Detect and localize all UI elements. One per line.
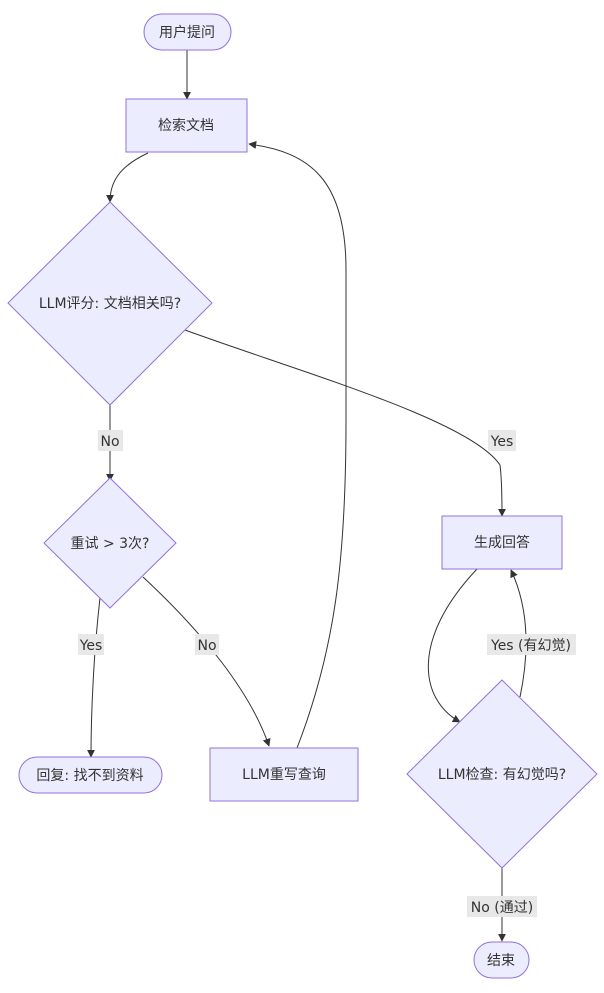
edge-retrieve-to-relevance — [106, 152, 149, 203]
node-relevance-check-label: LLM评分: 文档相关吗? — [39, 296, 181, 312]
edge-relevance-yes-to-generate — [184, 329, 506, 517]
node-user-question-label: 用户提问 — [159, 24, 215, 41]
edge-retry-no-to-rewrite — [142, 576, 271, 747]
edge-label-relevance-no-text: No — [100, 434, 119, 450]
edge-label-hallucination-no: No (通过) — [467, 896, 537, 917]
edge-label-retry-no-text: No — [197, 638, 216, 654]
edge-rewrite-to-retrieve — [248, 140, 347, 749]
node-hallucination-check: LLM检查: 有幻觉吗? — [406, 679, 598, 869]
node-generate-answer-label: 生成回答 — [474, 534, 530, 551]
edge-label-retry-yes: Yes — [78, 634, 104, 655]
node-hallucination-check-label: LLM检查: 有幻觉吗? — [438, 767, 566, 783]
node-retrieve-docs: 检索文档 — [125, 98, 248, 153]
edge-label-retry-no: No — [195, 634, 219, 655]
node-retry-check: 重试 > 3次? — [43, 477, 177, 609]
node-end: 结束 — [473, 941, 530, 979]
edge-label-relevance-yes: Yes — [488, 430, 516, 451]
node-rewrite-query-label: LLM重写查询 — [242, 767, 326, 783]
node-retrieve-docs-label: 检索文档 — [158, 117, 214, 134]
node-relevance-check: LLM评分: 文档相关吗? — [7, 201, 213, 406]
edge-label-retry-yes-text: Yes — [79, 638, 103, 654]
node-retry-check-label: 重试 > 3次? — [71, 536, 150, 552]
node-end-label: 结束 — [487, 953, 515, 969]
node-reply-not-found-label: 回复: 找不到资料 — [36, 767, 143, 784]
edge-retry-yes-to-reply — [87, 597, 101, 758]
edge-label-hallucination-yes: Yes (有幻觉) — [487, 634, 576, 655]
node-generate-answer: 生成回答 — [441, 515, 563, 570]
edge-generate-to-hallucination — [427, 568, 478, 723]
edge-hallucination-yes-to-generate — [510, 569, 527, 698]
edge-label-relevance-yes-text: Yes — [490, 434, 514, 450]
node-user-question: 用户提问 — [143, 13, 232, 51]
edge-label-hallucination-no-text: No (通过) — [471, 900, 533, 916]
edge-label-relevance-no: No — [98, 430, 123, 451]
node-reply-not-found: 回复: 找不到资料 — [18, 756, 163, 794]
node-rewrite-query: LLM重写查询 — [209, 747, 359, 802]
edge-label-hallucination-yes-text: Yes (有幻觉) — [490, 638, 571, 654]
